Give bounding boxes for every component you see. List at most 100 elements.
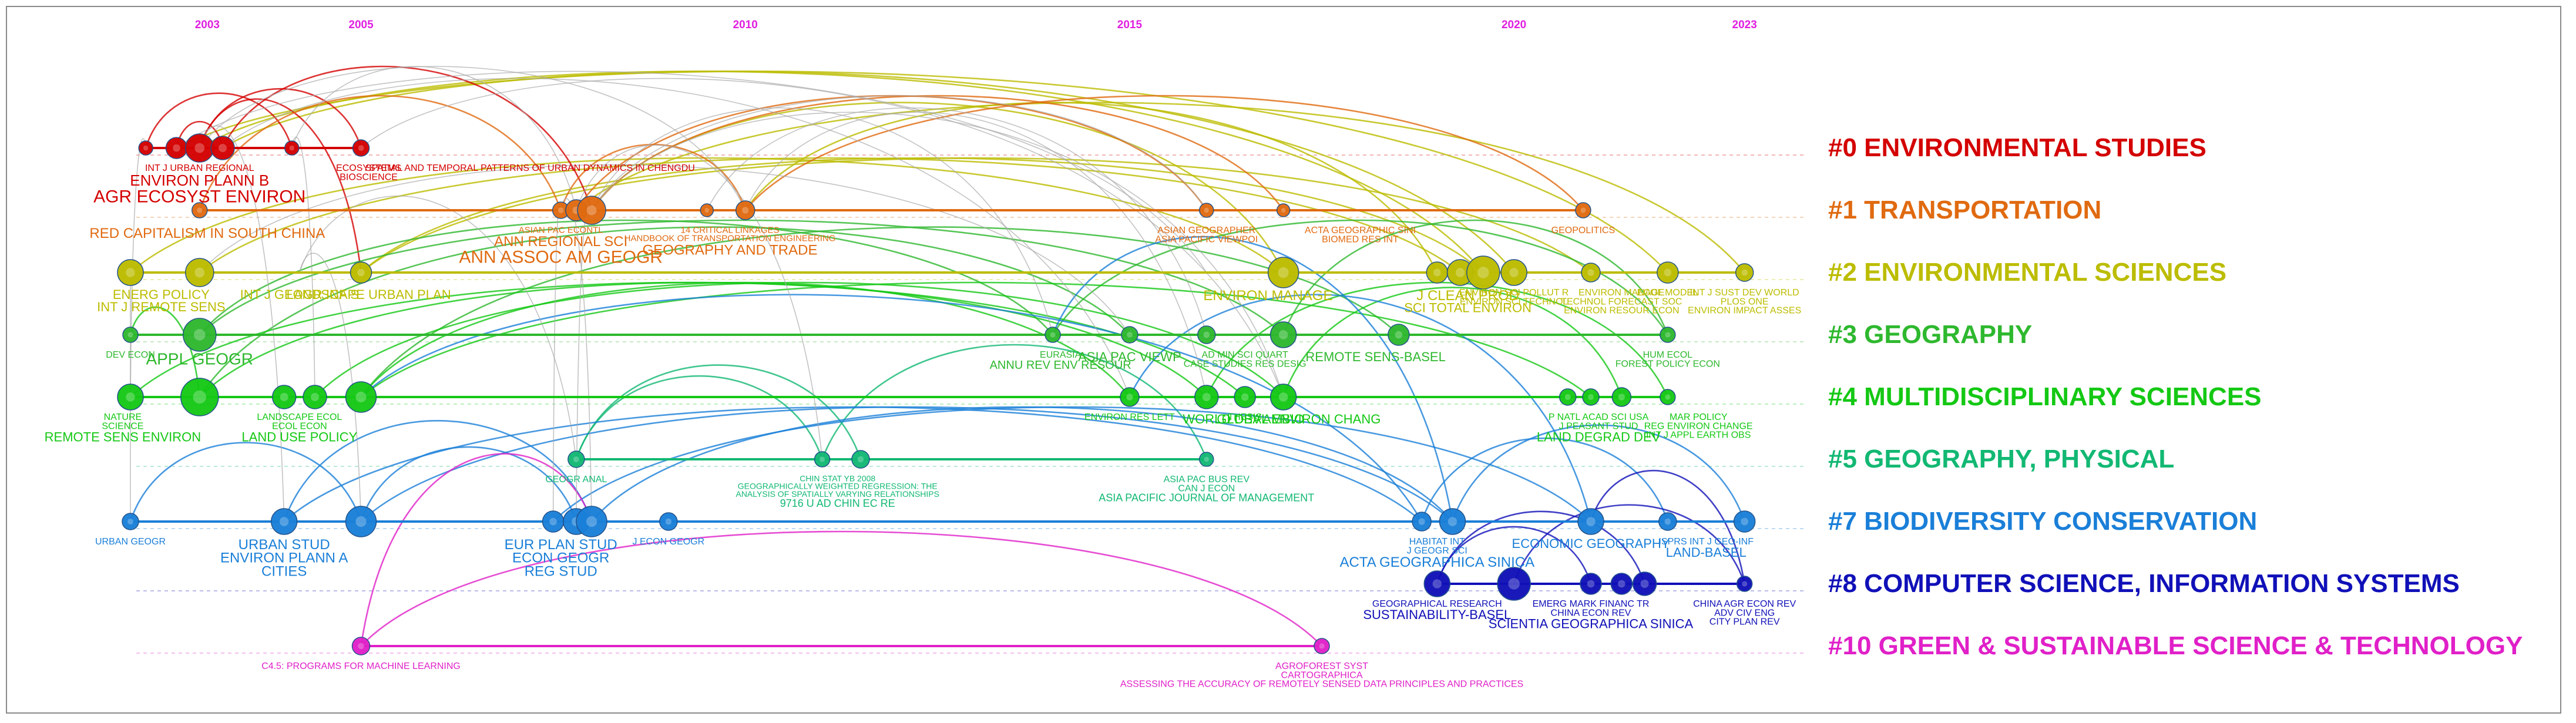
cited-node[interactable] — [1466, 255, 1500, 290]
cited-node[interactable] — [1314, 638, 1330, 654]
cited-node[interactable] — [1632, 571, 1657, 596]
node-core — [1455, 268, 1465, 277]
cited-node[interactable] — [814, 451, 831, 468]
cited-node[interactable] — [659, 512, 678, 531]
cited-node[interactable] — [1582, 388, 1600, 406]
citation-link — [221, 65, 593, 211]
node-core — [1587, 269, 1594, 276]
cited-node[interactable] — [1269, 321, 1297, 348]
node-core — [1432, 579, 1442, 589]
cited-node[interactable] — [1412, 512, 1432, 532]
node-label: ACTA GEOGRAPHICA SINICA — [1339, 554, 1534, 570]
cited-node[interactable] — [122, 513, 139, 530]
cluster-label-c2[interactable]: #2 ENVIRONMENTAL SCIENCES — [1828, 258, 2226, 287]
cited-node[interactable] — [1199, 203, 1214, 218]
cited-node[interactable] — [117, 259, 144, 286]
cited-node[interactable] — [576, 506, 607, 537]
cited-node[interactable] — [1733, 510, 1756, 533]
cited-node[interactable] — [284, 140, 300, 156]
cited-node[interactable] — [567, 450, 585, 468]
cited-node[interactable] — [1581, 263, 1601, 283]
node-core — [1588, 394, 1594, 400]
citation-link — [291, 66, 577, 211]
cited-node[interactable] — [1559, 388, 1577, 406]
cited-node[interactable] — [1388, 324, 1410, 346]
cited-node[interactable] — [270, 508, 298, 535]
cited-node[interactable] — [1269, 384, 1297, 411]
cited-node[interactable] — [303, 385, 327, 409]
cited-node[interactable] — [1497, 567, 1531, 601]
cited-node[interactable] — [350, 261, 372, 284]
node-label: P NATL ACAD SCI USA — [1549, 412, 1649, 422]
citation-link — [552, 406, 1591, 522]
cluster-label-c3[interactable]: #3 GEOGRAPHY — [1828, 320, 2032, 349]
cluster-label-c10[interactable]: #10 GREEN & SUSTAINABLE SCIENCE & TECHNO… — [1828, 631, 2523, 660]
node-label: ECONOMIC GEOGRAPHY — [1512, 536, 1670, 551]
cluster-label-c7[interactable]: #7 BIODIVERSITY CONSERVATION — [1828, 507, 2257, 536]
cited-node[interactable] — [185, 258, 214, 287]
node-label: ECOL MODEL — [1637, 288, 1698, 298]
cited-node[interactable] — [1044, 327, 1061, 343]
cited-node[interactable] — [577, 196, 606, 225]
cited-node[interactable] — [1660, 389, 1676, 405]
cluster-label-c8[interactable]: #8 COMPUTER SCIENCE, INFORMATION SYSTEMS — [1828, 569, 2460, 598]
node-core — [1447, 517, 1457, 526]
cited-node[interactable] — [271, 385, 297, 409]
node-label: ANN REGIONAL SCI — [494, 234, 627, 250]
cited-node[interactable] — [345, 381, 377, 413]
cited-node[interactable] — [1120, 387, 1140, 407]
cited-node[interactable] — [735, 200, 755, 220]
cited-node[interactable] — [351, 637, 371, 655]
cited-node[interactable] — [1610, 573, 1633, 595]
cited-node[interactable] — [1611, 387, 1632, 407]
node-core — [573, 456, 579, 462]
cited-node[interactable] — [1194, 385, 1219, 409]
cluster-label-c4[interactable]: #4 MULTIDISCIPLINARY SCIENCES — [1828, 382, 2262, 411]
cited-node[interactable] — [183, 318, 217, 352]
cited-node[interactable] — [1500, 259, 1527, 286]
cited-node[interactable] — [1439, 508, 1466, 535]
cited-node[interactable] — [1121, 326, 1138, 344]
node-core — [1618, 580, 1625, 588]
cited-node[interactable] — [117, 384, 144, 411]
cited-node[interactable] — [1658, 512, 1677, 531]
node-label: J GEOGR SCI — [1407, 546, 1467, 556]
cited-node[interactable] — [352, 139, 370, 157]
cited-node[interactable] — [1575, 202, 1591, 218]
cited-node[interactable] — [138, 140, 153, 156]
cited-node[interactable] — [1423, 570, 1451, 597]
cited-node[interactable] — [180, 378, 219, 416]
cited-node[interactable] — [1736, 576, 1753, 592]
cited-node[interactable] — [1657, 261, 1679, 284]
cited-node[interactable] — [1276, 203, 1291, 217]
cited-node[interactable] — [345, 506, 377, 537]
cited-node[interactable] — [1735, 263, 1754, 282]
citation-link — [591, 95, 1207, 211]
cited-node[interactable] — [1267, 257, 1299, 288]
cited-node[interactable] — [1199, 452, 1214, 467]
citation-link — [1052, 219, 1668, 335]
node-label: LAND DEGRAD DEV — [1537, 429, 1661, 444]
cited-node[interactable] — [210, 136, 235, 160]
cited-node[interactable] — [192, 202, 208, 218]
cited-node[interactable] — [1660, 327, 1676, 343]
citation-link — [1282, 219, 1669, 335]
cited-node[interactable] — [851, 450, 870, 469]
node-label: URBAN GEOGR — [95, 537, 166, 547]
cited-node[interactable] — [1580, 573, 1602, 595]
node-label: THESIS — [1228, 412, 1262, 422]
cluster-label-c5[interactable]: #5 GEOGRAPHY, PHYSICAL — [1828, 445, 2174, 473]
node-label: AD MIN SCI QUART — [1202, 350, 1289, 360]
citation-link — [360, 294, 1423, 522]
cluster-labels: #0 ENVIRONMENTAL STUDIES #1 TRANSPORTATIO… — [1828, 133, 2523, 660]
cluster-label-c1[interactable]: #1 TRANSPORTATION — [1828, 196, 2101, 224]
cited-node[interactable] — [122, 327, 139, 343]
cluster-label-c0[interactable]: #0 ENVIRONMENTAL STUDIES — [1828, 133, 2206, 162]
cited-node[interactable] — [700, 203, 714, 217]
citation-link — [176, 70, 1207, 273]
cited-node[interactable] — [1234, 386, 1256, 408]
cited-node[interactable] — [1197, 325, 1216, 344]
node-core — [219, 144, 227, 152]
cited-node[interactable] — [1577, 508, 1604, 535]
node-label: MAR POLICY — [1670, 412, 1728, 422]
